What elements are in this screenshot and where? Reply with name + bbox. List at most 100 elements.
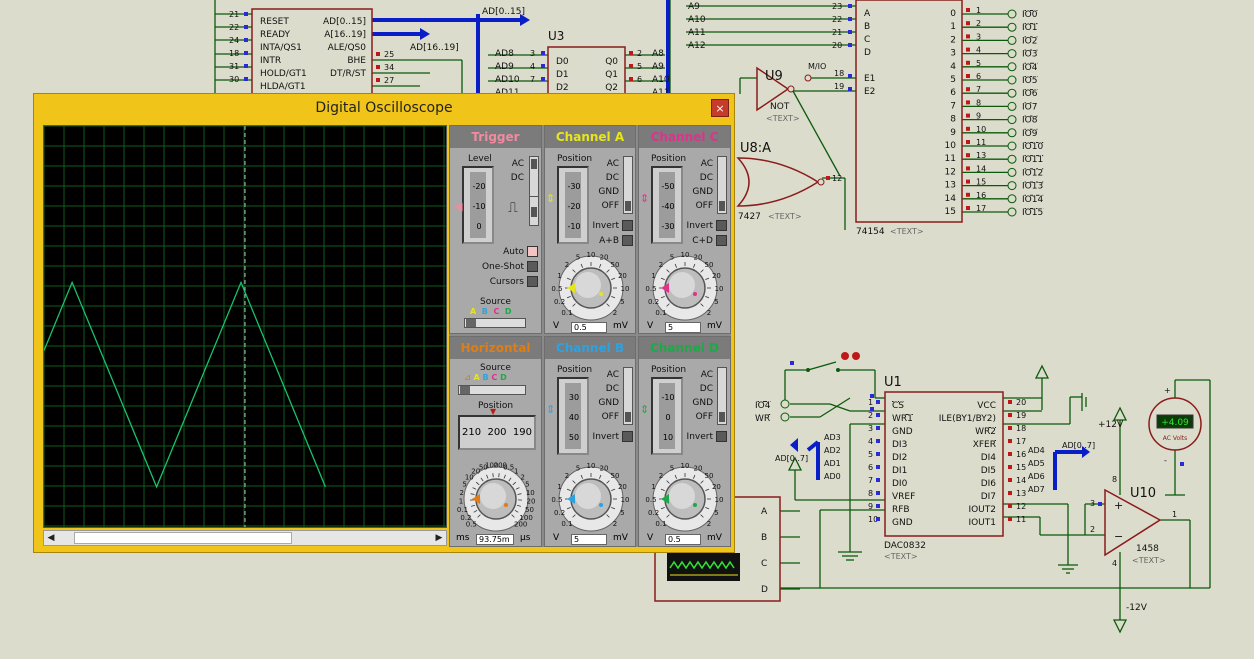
scroll-right-icon[interactable]: ▶ [435,533,443,543]
u3-input-label: AD10 [495,75,520,85]
channel-d-coupling-switch[interactable] [717,367,727,425]
voltmeter-value: +4.09 [1161,418,1189,428]
pin-marker [1180,462,1184,466]
knob-scale-label: 20 [618,272,627,280]
u1-right-label: DI5 [981,466,996,476]
decoder-output-terminal[interactable] [1007,194,1017,204]
decoder-output-terminal[interactable] [1007,101,1017,111]
pin-marker [966,166,970,171]
channel-d-invert-button[interactable] [716,431,727,442]
channel-d-dc[interactable]: DC [699,384,713,394]
pin-marker [966,206,970,210]
knob-scale-label: 20 [618,483,627,491]
knob-scale-label: 2 [707,309,711,317]
channel-b-off[interactable]: OFF [601,412,619,422]
channel-b-gnd[interactable]: GND [598,398,619,408]
channel-c-volts-value[interactable]: 5 [665,322,701,333]
decoder-output-label: 5 [950,75,956,85]
one-shot-button[interactable] [527,261,538,272]
knob-scale-label: 10 [715,285,724,293]
scroll-left-icon[interactable]: ◀ [47,533,55,543]
timebase-value[interactable]: 93.75m [476,534,514,545]
timebase-knob[interactable]: 0.50.20.11251020501002000.51251020501002… [450,455,542,535]
channel-a-dc[interactable]: DC [605,173,619,183]
decoder-output-terminal[interactable] [1007,49,1017,59]
trigger-edge-switch[interactable] [529,196,539,226]
u1-right-pin: 19 [1016,411,1026,420]
channel-d-ac[interactable]: AC [700,370,713,380]
channel-d-gnd[interactable]: GND [692,398,713,408]
decoder-output-terminal[interactable] [1007,128,1017,138]
channel-a-combine-button[interactable] [622,235,633,246]
channel-b-coupling-switch[interactable] [623,367,633,425]
decoder-output-terminal[interactable] [1007,167,1017,177]
cursors-button[interactable] [527,276,538,287]
knob-tick [606,303,610,307]
channel-b-dc[interactable]: DC [605,384,619,394]
channel-a-position-gauge[interactable]: -30 -20 -10 [557,166,589,244]
decoder-output-terminal[interactable] [1007,62,1017,72]
pin-marker [376,65,380,69]
scroll-thumb[interactable] [74,532,292,544]
channel-a-heading: Channel A [545,126,635,148]
trigger-level-gauge[interactable]: -20 -10 0 [462,166,494,244]
knob-scale-label: 2 [520,473,524,481]
channel-c-position-gauge[interactable]: -50 -40 -30 [651,166,683,244]
channel-a-ac[interactable]: AC [606,159,619,169]
channel-c-dc[interactable]: DC [699,173,713,183]
close-button[interactable]: × [711,99,729,117]
channel-b-position-gauge[interactable]: 30 40 50 [557,377,589,455]
channel-b-volts-value[interactable]: 5 [571,534,607,545]
horizontal-source-slider[interactable] [458,385,526,395]
channel-a-coupling-switch[interactable] [623,156,633,214]
oscilloscope-window[interactable]: Digital Oscilloscope × ◀ ▶ Trigger Level… [33,93,735,553]
knob-scale-label: 1 [651,483,655,491]
channel-a-invert-button[interactable] [622,220,633,231]
decoder-output-pin: 7 [976,85,981,94]
u10-pin-3: 3 [1090,499,1095,508]
decoder-output-terminal[interactable] [1007,88,1017,98]
decoder-output-terminal[interactable] [1007,35,1017,45]
channel-a-volts-value[interactable]: 0.5 [571,322,607,333]
decoder-output-terminal[interactable] [1007,154,1017,164]
decoder-output-terminal[interactable] [1007,75,1017,85]
channel-d-volts-value[interactable]: 0.5 [665,534,701,545]
knob-scale-label: 2 [613,309,617,317]
auto-button[interactable] [527,246,538,257]
decoder-output-terminal[interactable] [1007,207,1017,217]
trigger-coupling-ac[interactable]: AC [511,159,524,169]
decoder-output-terminal[interactable] [1007,141,1017,151]
decoder-output-terminal[interactable] [1007,181,1017,191]
pin-marker [876,478,880,482]
pin-marker [966,126,970,131]
trigger-mode-auto: Auto [503,247,524,257]
decoder-output-terminal[interactable] [1007,22,1017,32]
channel-c-off[interactable]: OFF [695,201,713,211]
channel-c-invert-button[interactable] [716,220,727,231]
trigger-source-slider[interactable] [464,318,526,328]
channel-a-gnd[interactable]: GND [598,187,619,197]
channel-a-off[interactable]: OFF [601,201,619,211]
channel-c-gnd[interactable]: GND [692,187,713,197]
channel-c-combine-button[interactable] [716,235,727,246]
channel-d-off[interactable]: OFF [695,412,713,422]
decoder-output-terminal[interactable] [1007,115,1017,125]
horizontal-scrollbar[interactable]: ◀ ▶ [43,530,447,546]
knob-tick [480,477,484,482]
trigger-coupling-dc[interactable]: DC [510,173,524,183]
channel-d-position-gauge[interactable]: -10 0 10 [651,377,683,455]
wr-label: WR [755,414,770,424]
horizontal-position-gauge[interactable]: 210 200 190 [458,415,536,450]
channel-b-invert-button[interactable] [622,431,633,442]
channel-c-ac[interactable]: AC [700,159,713,169]
pin-marker [966,140,970,144]
channel-b-ac[interactable]: AC [606,370,619,380]
channel-c-coupling-switch[interactable] [717,156,727,214]
decoder-output-terminal[interactable] [1007,9,1017,19]
u1-ad-left-label: AD2 [824,446,841,455]
